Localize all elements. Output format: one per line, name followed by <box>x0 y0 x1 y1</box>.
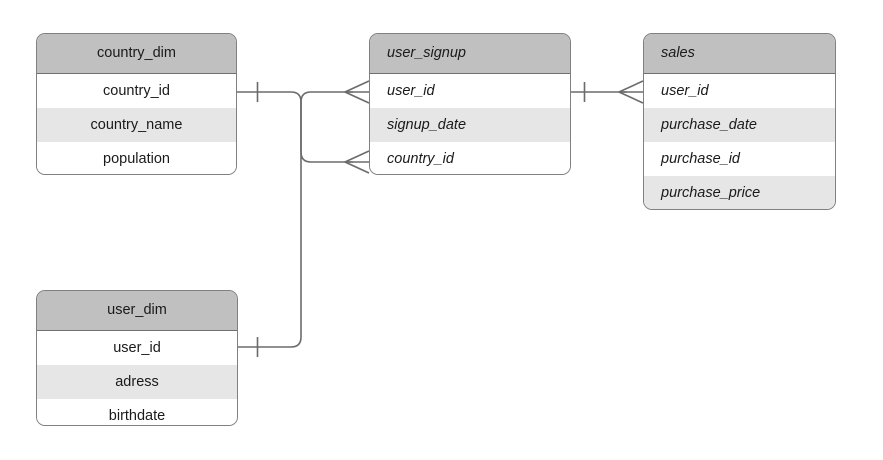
entity-column-user-signup-user-id[interactable]: user_id <box>370 74 570 108</box>
entity-title-sales: sales <box>644 34 835 74</box>
entity-column-country-dim-population[interactable]: population <box>37 142 236 174</box>
entity-table-sales[interactable]: sales user_id purchase_date purchase_id … <box>643 33 836 210</box>
entity-column-user-dim-adress[interactable]: adress <box>37 365 237 399</box>
entity-column-country-dim-country-name[interactable]: country_name <box>37 108 236 142</box>
entity-table-user-signup[interactable]: user_signup user_id signup_date country_… <box>369 33 571 175</box>
entity-column-user-signup-signup-date[interactable]: signup_date <box>370 108 570 142</box>
relationship-country-dim-to-user-signup <box>237 82 370 174</box>
entity-table-user-dim[interactable]: user_dim user_id adress birthdate <box>36 290 238 426</box>
entity-column-country-dim-country-id[interactable]: country_id <box>37 74 236 108</box>
entity-table-country-dim[interactable]: country_dim country_id country_name popu… <box>36 33 237 175</box>
connector-path-user-dim <box>238 91 353 348</box>
cardinality-many-crowfoot-user-signup-country-id <box>344 150 370 174</box>
relationship-user-dim-to-user-signup <box>238 80 370 357</box>
entity-title-country-dim: country_dim <box>37 34 236 74</box>
relationship-user-signup-to-sales <box>571 80 644 104</box>
cardinality-many-crowfoot-user-signup-user-id <box>344 80 370 104</box>
cardinality-many-crowfoot-sales-user-id <box>618 80 644 104</box>
entity-column-sales-purchase-id[interactable]: purchase_id <box>644 142 835 176</box>
entity-column-sales-user-id[interactable]: user_id <box>644 74 835 108</box>
connector-path-country-dim <box>237 91 353 163</box>
entity-column-sales-purchase-price[interactable]: purchase_price <box>644 176 835 209</box>
entity-title-user-signup: user_signup <box>370 34 570 74</box>
entity-title-user-dim: user_dim <box>37 291 237 331</box>
entity-column-user-signup-country-id[interactable]: country_id <box>370 142 570 174</box>
entity-column-sales-purchase-date[interactable]: purchase_date <box>644 108 835 142</box>
entity-column-user-dim-user-id[interactable]: user_id <box>37 331 237 365</box>
entity-column-user-dim-birthdate[interactable]: birthdate <box>37 399 237 425</box>
